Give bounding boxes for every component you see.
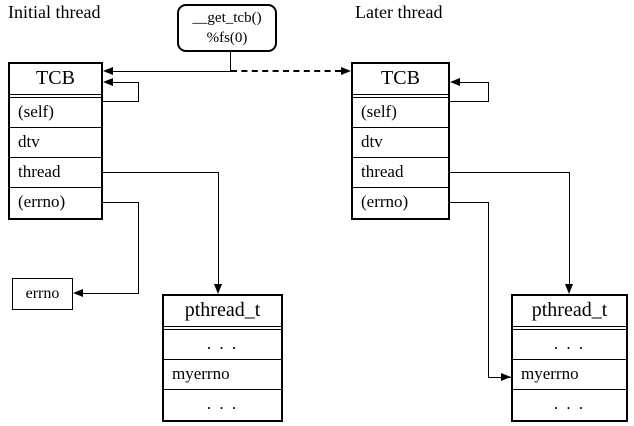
tcb-left-field-dtv: dtv — [10, 128, 101, 158]
left-self-loop-top-line — [112, 82, 139, 83]
callout-to-left-tcb-line — [112, 71, 231, 72]
right-thread-to-pthread-arrowhead — [564, 284, 573, 294]
left-thread-to-pthread-horizontal-line — [103, 172, 219, 173]
right-self-loop-right-line — [487, 82, 489, 102]
pthread-right-title-separator — [513, 327, 626, 330]
right-thread-to-pthread-vertical-line — [568, 172, 570, 284]
pthread-right-title: pthread_t — [513, 296, 626, 327]
callout-to-left-tcb-arrowhead — [103, 66, 113, 75]
left-thread-to-pthread-vertical-line — [217, 172, 219, 284]
right-errno-to-myerrno-arrowhead — [501, 372, 511, 381]
pthread-left-field-myerrno: myerrno — [164, 360, 281, 390]
left-self-loop-arrowhead — [103, 77, 113, 86]
get-tcb-callout: __get_tcb() %fs(0) — [177, 4, 277, 52]
pthread-right-field-ellipsis-top: . . . — [513, 330, 626, 360]
errno-box-label: errno — [25, 285, 60, 302]
pthread-struct-left: pthread_t . . . myerrno . . . — [162, 294, 283, 422]
tcb-left-title-separator — [10, 95, 101, 98]
tcb-right-field-thread: thread — [353, 158, 448, 188]
get-tcb-callout-line2: %fs(0) — [206, 30, 248, 46]
errno-box: errno — [12, 278, 73, 310]
left-errno-to-errnobox-arrowhead — [73, 288, 83, 297]
pthread-left-field-ellipsis-top: . . . — [164, 330, 281, 360]
left-self-loop-bottom-line — [103, 101, 139, 102]
left-self-loop-right-line — [137, 82, 139, 102]
tcb-left-field-self: (self) — [10, 98, 101, 128]
right-thread-to-pthread-horizontal-line — [450, 172, 570, 173]
tcb-right-title: TCB — [353, 64, 448, 95]
left-thread-to-pthread-arrowhead — [213, 284, 222, 294]
tcb-left-title: TCB — [10, 64, 101, 95]
pthread-left-title: pthread_t — [164, 296, 281, 327]
callout-to-right-tcb-arrowhead — [341, 66, 351, 75]
right-errno-to-myerrno-vertical-line — [487, 202, 489, 378]
tcb-struct-right: TCB (self) dtv thread (errno) — [351, 62, 450, 220]
tcb-right-title-separator — [353, 95, 448, 98]
left-errno-to-errnobox-bottom-line — [82, 293, 138, 294]
tcb-right-field-self: (self) — [353, 98, 448, 128]
tcb-left-field-thread: thread — [10, 158, 101, 188]
later-thread-title: Later thread — [355, 2, 443, 22]
tcb-right-field-dtv: dtv — [353, 128, 448, 158]
pthread-left-title-separator — [164, 327, 281, 330]
right-errno-to-myerrno-bottom-line — [488, 377, 511, 378]
right-self-loop-top-line — [459, 82, 489, 83]
right-self-loop-arrowhead — [450, 77, 460, 86]
pthread-struct-right: pthread_t . . . myerrno . . . — [511, 294, 628, 422]
tcb-left-field-errno: (errno) — [10, 188, 101, 218]
tcb-struct-left: TCB (self) dtv thread (errno) — [8, 62, 103, 220]
left-errno-to-errnobox-top-line — [103, 202, 139, 203]
get-tcb-callout-line1: __get_tcb() — [192, 10, 262, 26]
left-errno-to-errnobox-vertical-line — [137, 202, 139, 294]
pthread-right-field-myerrno: myerrno — [513, 360, 626, 390]
tcb-right-field-errno: (errno) — [353, 188, 448, 218]
callout-to-right-tcb-dashed-line — [231, 70, 341, 72]
pthread-right-field-ellipsis-bottom: . . . — [513, 390, 626, 420]
right-self-loop-bottom-line — [450, 101, 489, 102]
pthread-left-field-ellipsis-bottom: . . . — [164, 390, 281, 420]
right-errno-to-myerrno-top-line — [450, 202, 489, 203]
callout-stem-line — [230, 52, 231, 72]
initial-thread-title: Initial thread — [8, 2, 101, 22]
